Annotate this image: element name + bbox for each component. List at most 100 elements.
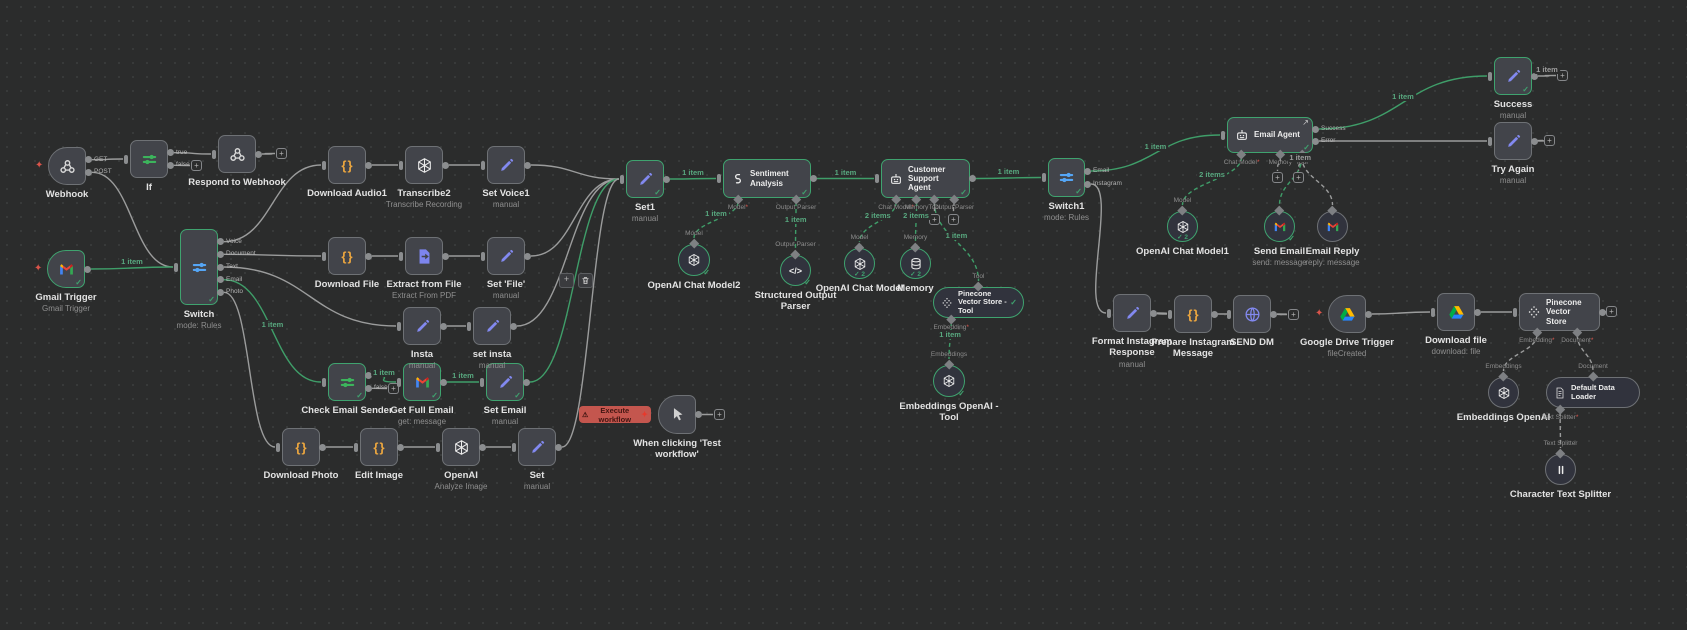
output-port[interactable] xyxy=(166,149,174,157)
input-port[interactable] xyxy=(481,160,485,170)
connection-sentiment-analysis-to-structured-output-parser[interactable] xyxy=(794,201,797,250)
node-if[interactable] xyxy=(130,140,168,178)
add-node-button[interactable]: + xyxy=(1288,309,1299,320)
connection-success-to-p-success[interactable] xyxy=(1537,74,1557,77)
node-set-voice1[interactable] xyxy=(487,146,525,184)
output-port[interactable] xyxy=(216,250,224,258)
add-node-button[interactable]: + xyxy=(1544,135,1555,146)
node-webhook[interactable] xyxy=(48,147,86,185)
node-openai-chat-model[interactable]: ✓ 2 xyxy=(844,248,875,279)
output-port[interactable] xyxy=(84,156,92,164)
input-port[interactable] xyxy=(1227,309,1231,319)
node-edit-image[interactable]: { } xyxy=(360,428,398,466)
add-node-button[interactable]: + xyxy=(1293,172,1304,183)
add-node-button[interactable]: + xyxy=(948,214,959,225)
output-port[interactable] xyxy=(1210,310,1218,318)
node-openai-chat-model2[interactable]: ✓ xyxy=(678,244,710,277)
node-download-photo[interactable]: { } xyxy=(282,428,320,466)
input-port[interactable] xyxy=(512,442,516,452)
connection-switch-to-download-audio1[interactable] xyxy=(223,164,322,243)
connection-email-agent-to-email-reply[interactable] xyxy=(1301,156,1334,206)
output-port[interactable] xyxy=(523,161,531,169)
add-node-button[interactable]: + xyxy=(1606,306,1617,317)
connection-webhook-to-switch[interactable] xyxy=(91,171,174,268)
connection-switch-to-check-email-sender[interactable] xyxy=(223,278,322,383)
input-port[interactable] xyxy=(399,251,403,261)
output-port[interactable] xyxy=(396,443,404,451)
output-port[interactable] xyxy=(1083,180,1091,188)
output-port[interactable] xyxy=(216,238,224,246)
connection-customer-support-agent-to-pinecone-tool[interactable] xyxy=(933,201,980,282)
input-port[interactable] xyxy=(1042,173,1046,182)
output-port[interactable] xyxy=(364,252,372,260)
connection-customer-support-agent-to-switch1[interactable] xyxy=(975,176,1042,180)
output-port[interactable] xyxy=(216,288,224,296)
node-memory[interactable]: ✓ 2 xyxy=(900,248,931,279)
output-port[interactable] xyxy=(318,443,326,451)
output-port[interactable] xyxy=(166,161,174,169)
connection-email-agent-to-openai-chat-model1[interactable] xyxy=(1181,156,1243,206)
input-port[interactable] xyxy=(1488,136,1492,146)
add-node-inline-button[interactable]: + xyxy=(559,273,574,288)
output-port[interactable] xyxy=(254,150,262,158)
node-download-file-gd[interactable] xyxy=(1437,293,1475,331)
node-customer-support-agent[interactable]: Customer Support Agent✓ xyxy=(881,159,970,198)
connection-switch1-to-email-agent[interactable] xyxy=(1090,134,1221,172)
node-set1[interactable]: ✓ xyxy=(626,160,664,198)
input-port[interactable] xyxy=(212,149,216,159)
input-port[interactable] xyxy=(620,174,624,184)
node-embeddings-openai[interactable] xyxy=(1488,377,1519,408)
input-port[interactable] xyxy=(1168,309,1172,319)
output-port[interactable] xyxy=(1364,310,1372,318)
node-transcribe2[interactable] xyxy=(405,146,443,184)
output-port[interactable] xyxy=(1083,167,1091,175)
node-send-dm[interactable] xyxy=(1233,295,1271,333)
input-port[interactable] xyxy=(1513,307,1517,317)
output-port[interactable] xyxy=(441,161,449,169)
input-port[interactable] xyxy=(399,160,403,170)
output-port[interactable] xyxy=(554,443,562,451)
node-switch[interactable]: ✓ xyxy=(180,229,218,305)
execute-workflow-button[interactable]: ⚠ Execute workflow ✦ xyxy=(579,406,651,424)
output-port[interactable] xyxy=(1269,310,1277,318)
connection-webhook-to-if[interactable] xyxy=(91,158,124,161)
output-port[interactable] xyxy=(523,252,531,260)
node-sentiment-analysis[interactable]: Sentiment Analysis✓ xyxy=(723,159,811,198)
connection-pinecone-vector-store-to-default-data-loader[interactable] xyxy=(1576,334,1594,372)
node-insta[interactable] xyxy=(403,307,441,345)
output-port[interactable] xyxy=(216,263,224,271)
output-port[interactable] xyxy=(1598,308,1606,316)
input-port[interactable] xyxy=(481,251,485,261)
input-port[interactable] xyxy=(397,377,401,387)
node-respond-webhook[interactable] xyxy=(218,135,256,173)
node-openai-chat-model1[interactable]: ✓ 2 xyxy=(1167,211,1198,242)
output-port[interactable] xyxy=(439,322,447,330)
connection-email-agent-to-success[interactable] xyxy=(1318,75,1488,130)
node-default-data-loader[interactable]: Default Data Loader xyxy=(1546,377,1640,408)
input-port[interactable] xyxy=(467,321,471,331)
node-pinecone-tool[interactable]: Pinecone Vector Store - Tool✓ xyxy=(933,287,1024,318)
output-port[interactable] xyxy=(1311,125,1319,133)
connection-set-email-to-set1[interactable] xyxy=(529,178,620,383)
connection-set-voice1-to-set1[interactable] xyxy=(530,164,620,180)
output-port[interactable] xyxy=(441,252,449,260)
input-port[interactable] xyxy=(1488,71,1492,81)
output-port[interactable] xyxy=(216,276,224,284)
connection-email-agent-to-p-ea-memory[interactable] xyxy=(1276,156,1282,172)
node-character-text-splitter[interactable] xyxy=(1545,454,1576,485)
node-download-file[interactable]: { } xyxy=(328,237,366,275)
input-port[interactable] xyxy=(322,251,326,261)
input-port[interactable] xyxy=(717,174,721,183)
connection-format-instagram-response-to-prepare-instagram-message[interactable] xyxy=(1156,312,1168,315)
connection-customer-support-agent-to-openai-chat-model[interactable] xyxy=(858,201,897,243)
add-node-button[interactable]: + xyxy=(1557,70,1568,81)
output-port[interactable] xyxy=(1530,137,1538,145)
add-node-button[interactable]: + xyxy=(714,409,725,420)
output-port[interactable] xyxy=(364,161,372,169)
node-set-insta[interactable] xyxy=(473,307,511,345)
node-email-agent[interactable]: Email Agent✓↗ xyxy=(1227,117,1313,153)
connection-switch1-to-format-instagram-response[interactable] xyxy=(1090,183,1107,314)
output-port[interactable] xyxy=(968,175,976,182)
connection-set-to-set1[interactable] xyxy=(561,178,620,448)
node-switch1[interactable]: ✓ xyxy=(1048,158,1085,197)
